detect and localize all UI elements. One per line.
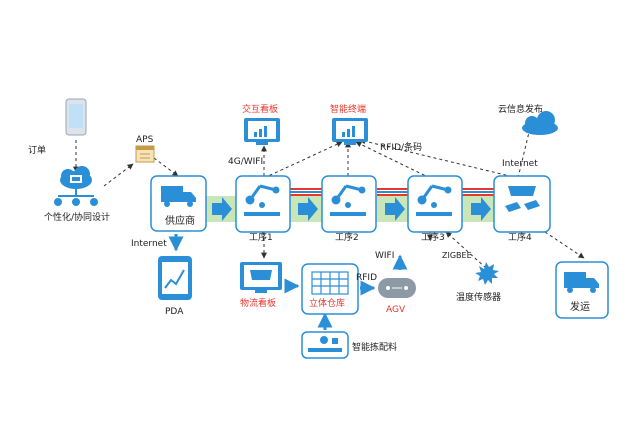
node-logistics-board: 物流看板 <box>240 262 282 309</box>
node-pda: Internet PDA <box>131 239 192 317</box>
calendar-icon <box>135 145 155 163</box>
node-aps: APS <box>135 135 155 163</box>
aps-label: APS <box>136 135 154 145</box>
connectors <box>73 127 585 269</box>
rfid-barcode-label: RFID/条码 <box>380 141 422 153</box>
internet-cloud-label: Internet <box>502 159 538 169</box>
flow-arrows <box>212 197 491 221</box>
monitor-chart-icon <box>332 118 368 145</box>
node-custom-design: 个性化/协同设计 <box>44 166 110 223</box>
shelf-grid-icon <box>311 271 349 295</box>
node-supplier: 供应商 <box>150 175 207 232</box>
solar-panel-icon <box>505 186 540 212</box>
supplier-label: 供应商 <box>165 214 195 227</box>
node-warehouse: 立体仓库 RFID <box>301 263 377 315</box>
pda-label: PDA <box>165 307 184 317</box>
node-order: 订单 <box>28 98 87 156</box>
monitor-chart-icon <box>244 118 280 145</box>
picking-label: 智能拣配料 <box>352 341 397 353</box>
order-label: 订单 <box>28 144 46 156</box>
flow-arrow-icon <box>385 197 405 221</box>
conveyor-rails <box>290 188 494 196</box>
custom-design-label: 个性化/协同设计 <box>44 211 110 223</box>
node-interactive-board: 交互看板 4G/WIFI <box>228 103 280 167</box>
picking-station-icon <box>308 336 342 352</box>
flow-arrow-icon <box>471 197 491 221</box>
step3-label: 工序3 <box>421 231 445 243</box>
node-step2: 工序2 <box>321 175 377 243</box>
cloud-publish-label: 云信息发布 <box>498 103 543 115</box>
cloud-icon <box>522 111 558 135</box>
sensor-burst-icon <box>475 262 499 285</box>
zigbee-label: ZIGBEE <box>442 251 472 260</box>
smart-terminal-label: 智能终端 <box>330 103 366 115</box>
step4-label: 工序4 <box>508 231 532 243</box>
step1-label: 工序1 <box>249 231 273 243</box>
shipping-label: 发运 <box>570 300 590 313</box>
robot-arm-icon <box>244 184 280 216</box>
node-picking: 智能拣配料 <box>301 331 397 359</box>
node-step4: 工序4 <box>493 175 551 243</box>
rfid-label: RFID <box>356 273 377 283</box>
truck-icon <box>161 186 196 207</box>
tablet-icon <box>158 256 192 300</box>
node-temp-sensor: ZIGBEE 温度传感器 <box>442 251 501 303</box>
robot-arm-icon <box>416 184 452 216</box>
flow-arrow-icon <box>212 197 232 221</box>
warehouse-label: 立体仓库 <box>309 297 345 309</box>
wifi-label: WIFI <box>375 251 394 261</box>
wifi-4g-label: 4G/WIFI <box>228 157 263 167</box>
temp-sensor-label: 温度传感器 <box>456 291 501 303</box>
interactive-board-label: 交互看板 <box>242 103 278 115</box>
cloud-network-icon <box>54 166 98 206</box>
agv-label: AGV <box>386 305 406 315</box>
flow-arrow-icon <box>298 197 318 221</box>
monitor-solar-icon <box>240 262 282 293</box>
internet-pda-label: Internet <box>131 239 167 249</box>
truck-icon <box>564 272 599 293</box>
agv-icon <box>378 278 416 298</box>
robot-arm-icon <box>330 184 366 216</box>
solid-connectors <box>168 234 408 330</box>
node-step1: 工序1 <box>235 175 291 243</box>
node-shipping: 发运 <box>555 261 609 319</box>
node-smart-terminal: 智能终端 RFID/条码 <box>330 103 422 153</box>
node-step3: 工序3 <box>407 175 463 243</box>
node-cloud-publish: 云信息发布 Internet <box>498 103 558 169</box>
logistics-board-label: 物流看板 <box>240 297 276 309</box>
node-agv: AGV WIFI <box>375 251 416 315</box>
step2-label: 工序2 <box>335 231 359 243</box>
